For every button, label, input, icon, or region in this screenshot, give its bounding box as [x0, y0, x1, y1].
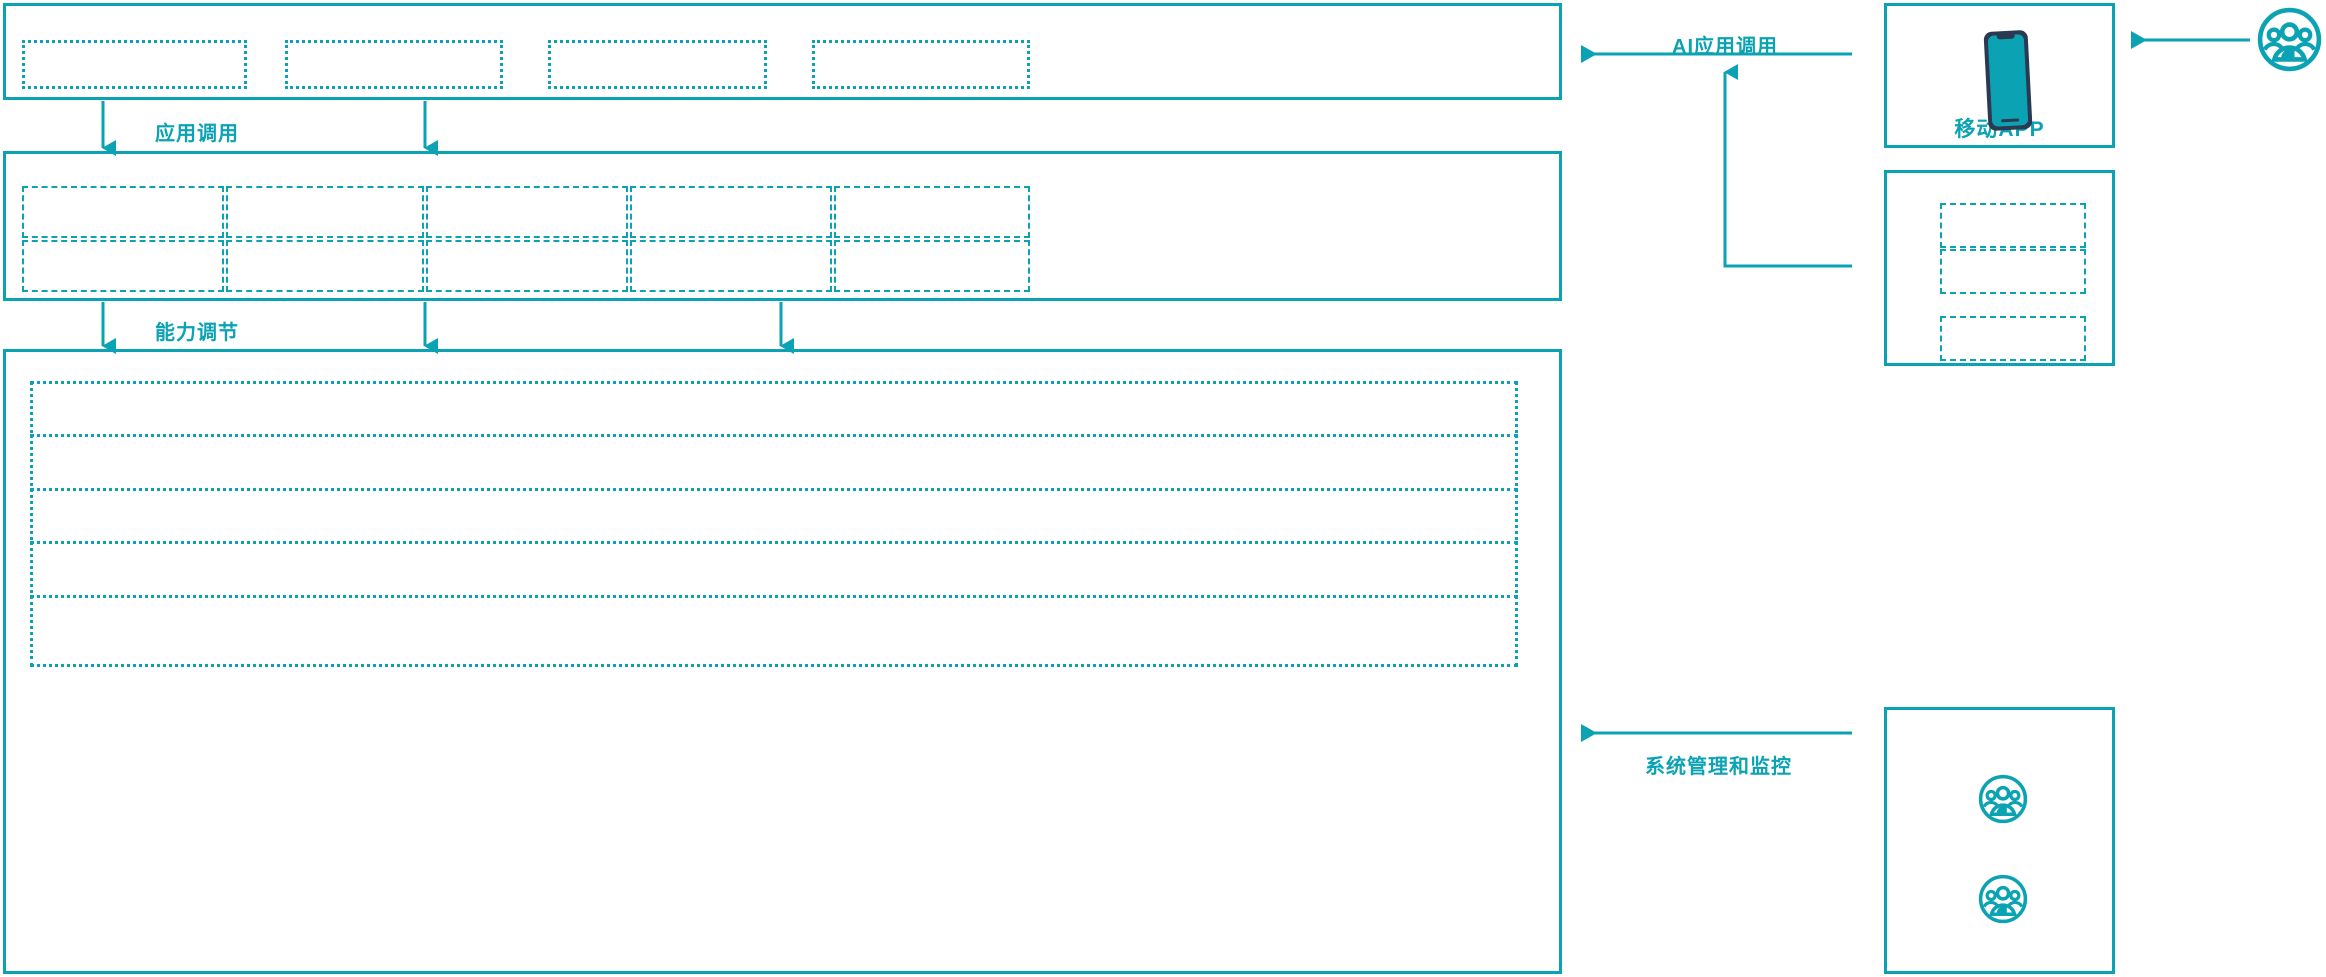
- connector-label-sys-admin-mon: 系统管理和监控: [1645, 756, 1792, 778]
- application-layer-cell-2[interactable]: [285, 40, 503, 89]
- capability-layer-cell-r1c2[interactable]: [226, 186, 424, 238]
- operations-panel[interactable]: [1884, 707, 2115, 974]
- application-layer-cell-1[interactable]: [22, 40, 247, 89]
- capability-layer-cell-r2c1[interactable]: [22, 240, 224, 292]
- platform-layer-row-5[interactable]: [30, 595, 1518, 667]
- mobile-app-label: 移动APP: [1954, 118, 2045, 141]
- channel-panel-cell-3[interactable]: [1940, 316, 2086, 361]
- application-layer-cell-3[interactable]: [548, 40, 767, 89]
- application-layer-panel[interactable]: [3, 3, 1562, 100]
- channel-panel-cell-1[interactable]: [1940, 203, 2086, 248]
- capability-layer-cell-r1c3[interactable]: [426, 186, 628, 238]
- users-group-icon: [2257, 7, 2322, 72]
- capability-layer-cell-r2c4[interactable]: [630, 240, 832, 292]
- capability-layer-cell-r2c5[interactable]: [834, 240, 1030, 292]
- connector-label-ai-app-call: AI应用调用: [1672, 36, 1778, 58]
- channel-panel-cell-2[interactable]: [1940, 249, 2086, 294]
- capability-layer-cell-r2c3[interactable]: [426, 240, 628, 292]
- capability-layer-cell-r1c1[interactable]: [22, 186, 224, 238]
- application-layer-cell-4[interactable]: [812, 40, 1030, 89]
- capability-layer-cell-r1c4[interactable]: [630, 186, 832, 238]
- capability-layer-cell-r2c2[interactable]: [226, 240, 424, 292]
- connector-label-capability-tune: 能力调节: [155, 322, 239, 344]
- arrow-ai-app-call: [1581, 45, 1852, 268]
- capability-layer-cell-r1c5[interactable]: [834, 186, 1030, 238]
- connector-label-app-call: 应用调用: [155, 123, 239, 145]
